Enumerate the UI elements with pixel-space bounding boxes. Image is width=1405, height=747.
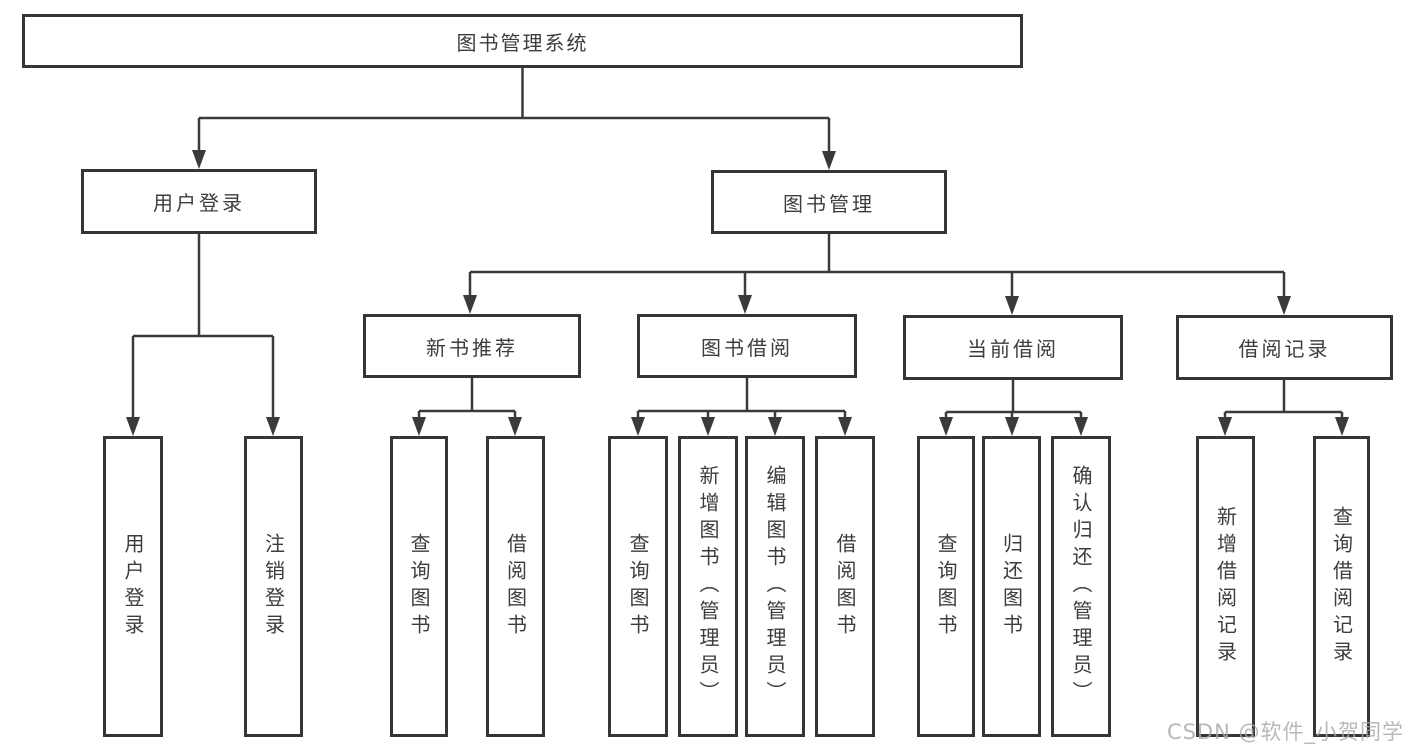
leaf-query-books-1: 查询图书 — [390, 436, 448, 737]
leaf-add-borrow-record: 新增借阅记录 — [1196, 436, 1255, 737]
edge-userlogin-to-leaves — [131, 234, 275, 421]
edge-bookborrow-to-leaves — [636, 378, 847, 423]
leaf-query-borrow-record: 查询借阅记录 — [1313, 436, 1370, 737]
leaf-add-books-admin: 新增图书（管理员） — [678, 436, 738, 737]
leaf-label: 注销登录 — [261, 532, 286, 641]
leaf-return-books: 归还图书 — [982, 436, 1041, 737]
arrowheads — [126, 150, 1349, 436]
leaf-query-books-3: 查询图书 — [917, 436, 975, 737]
edge-records-to-leaves — [1223, 380, 1344, 423]
leaf-label: 借阅图书 — [833, 532, 857, 641]
leaf-label: 新增图书（管理员） — [696, 465, 720, 708]
node-user-login: 用户登录 — [81, 169, 317, 234]
leaf-logout: 注销登录 — [244, 436, 303, 737]
leaf-label: 新增借阅记录 — [1213, 505, 1238, 668]
edge-bookmgmt-to-level3 — [468, 234, 1286, 301]
node-library-system: 图书管理系统 — [22, 14, 1023, 68]
leaf-query-books-2: 查询图书 — [608, 436, 668, 737]
leaf-borrow-books-1: 借阅图书 — [486, 436, 545, 737]
leaf-edit-books-admin: 编辑图书（管理员） — [745, 436, 805, 737]
node-borrow-records: 借阅记录 — [1176, 315, 1393, 380]
node-book-borrow: 图书借阅 — [637, 314, 857, 378]
leaf-label: 借阅图书 — [503, 532, 528, 641]
leaf-label: 确认归还（管理员） — [1069, 465, 1093, 708]
edge-root-to-level2 — [197, 68, 831, 159]
leaf-label: 查询图书 — [407, 532, 431, 641]
edge-currentborrow-to-leaves — [944, 380, 1083, 423]
leaf-borrow-books-2: 借阅图书 — [815, 436, 875, 737]
leaf-label: 归还图书 — [999, 532, 1024, 641]
leaf-user-login: 用户登录 — [103, 436, 163, 737]
node-current-borrow: 当前借阅 — [903, 315, 1123, 380]
leaf-confirm-return-admin: 确认归还（管理员） — [1051, 436, 1111, 737]
leaf-label: 用户登录 — [121, 532, 145, 641]
leaf-label: 查询图书 — [934, 532, 958, 641]
edge-newbook-to-leaves — [417, 378, 517, 423]
node-new-book-recommend: 新书推荐 — [363, 314, 581, 378]
csdn-watermark: CSDN @软件_小贺同学 — [1166, 720, 1404, 744]
leaf-label: 查询借阅记录 — [1329, 505, 1354, 668]
node-book-management: 图书管理 — [711, 170, 947, 234]
leaf-label: 查询图书 — [626, 532, 650, 641]
leaf-label: 编辑图书（管理员） — [763, 465, 787, 708]
